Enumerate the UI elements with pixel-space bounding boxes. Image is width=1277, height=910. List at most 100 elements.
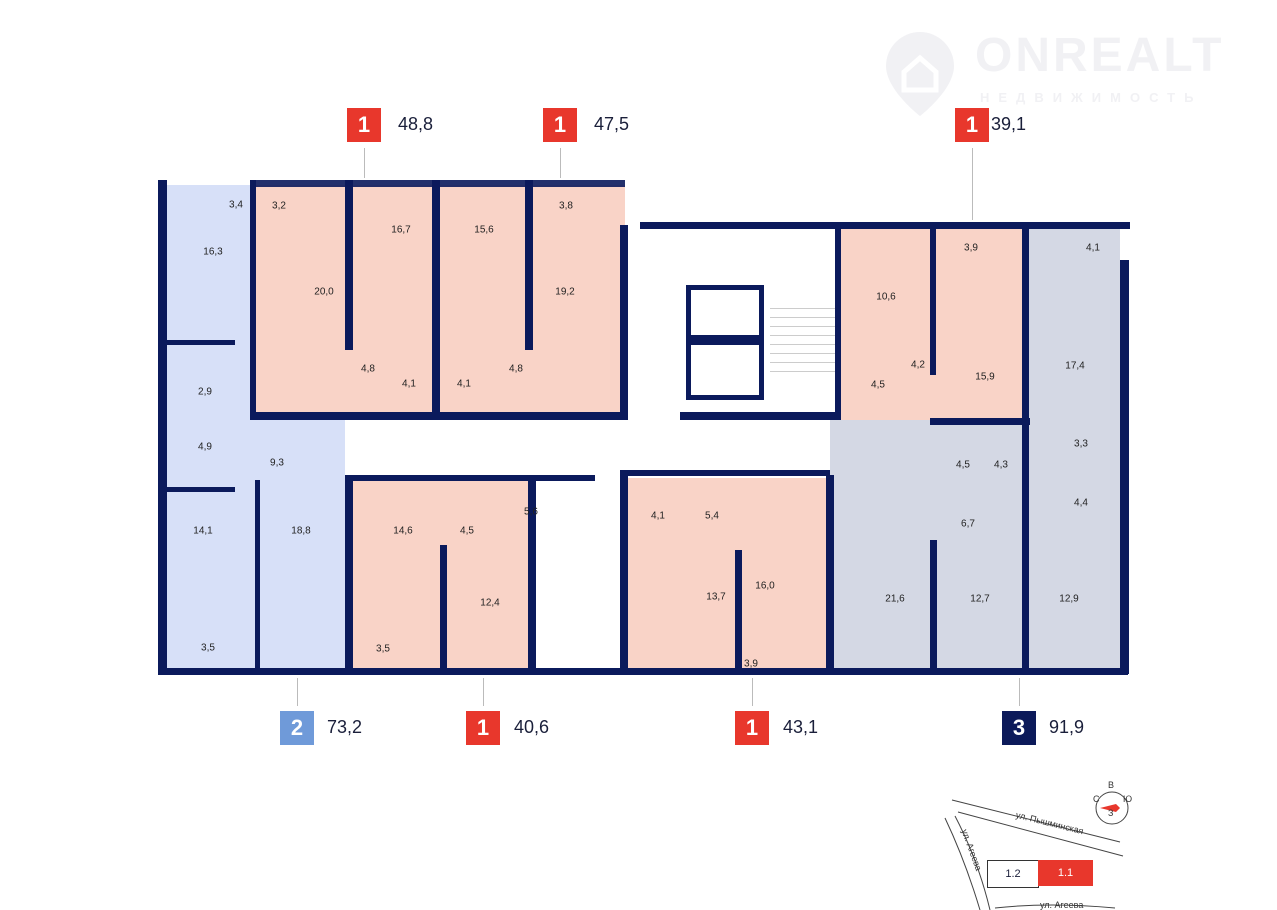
room-area-label: 16,7 [391, 224, 411, 236]
leader-line [752, 678, 753, 706]
wall [345, 478, 353, 670]
room-area-label: 4,4 [1074, 497, 1088, 509]
wall [345, 180, 353, 350]
room-area-label: 3,5 [376, 643, 390, 655]
room-area-label: 10,6 [876, 291, 896, 303]
room-area-label: 15,9 [975, 371, 995, 383]
wall [165, 487, 235, 492]
room-count-badge[interactable]: 1 [955, 108, 989, 142]
room-area-label: 12,7 [970, 593, 990, 605]
wall [255, 412, 625, 420]
staircase [770, 300, 835, 380]
wall [255, 480, 260, 670]
wall [735, 550, 742, 670]
wall [250, 180, 256, 420]
apartment-area: 39,1 [991, 114, 1027, 134]
wall [158, 668, 1128, 675]
elevator-shaft [686, 340, 764, 400]
street-lines [944, 791, 1129, 910]
wall [440, 545, 447, 670]
room-area-label: 3,5 [201, 642, 215, 654]
room-area-label: 12,9 [1059, 593, 1079, 605]
room-area-label: 3,8 [559, 200, 573, 212]
room-count-badge[interactable]: 1 [543, 108, 577, 142]
room-count-badge[interactable]: 1 [466, 711, 500, 745]
room-area-label: 4,5 [460, 525, 474, 537]
room-area-label: 12,4 [480, 597, 500, 609]
room-area-label: 5,4 [705, 510, 719, 522]
apartment-2room-living[interactable] [250, 420, 345, 670]
room-area-label: 4,1 [1086, 242, 1100, 254]
apartment-area: 40,6 [514, 717, 550, 737]
leader-line [297, 678, 298, 706]
wall [930, 418, 1030, 425]
wall [255, 180, 625, 187]
wall [525, 180, 533, 350]
leader-line [483, 678, 484, 706]
compass-north: С [1093, 794, 1100, 804]
apartment-area: 73,2 [327, 717, 363, 737]
wall [432, 180, 440, 420]
leader-line [972, 148, 973, 220]
apartment-area: 91,9 [1049, 717, 1085, 737]
room-area-label: 5,6 [524, 506, 538, 518]
apartment-43-1[interactable] [622, 478, 830, 670]
block-1-1-current[interactable]: 1.1 [1038, 860, 1093, 886]
apartment-3room-center[interactable] [830, 420, 1025, 670]
room-area-label: 4,2 [911, 359, 925, 371]
room-count-badge[interactable]: 3 [1002, 711, 1036, 745]
room-area-label: 4,1 [457, 378, 471, 390]
room-area-label: 4,9 [198, 441, 212, 453]
room-area-label: 4,5 [956, 459, 970, 471]
leader-line [560, 148, 561, 178]
room-area-label: 13,7 [706, 591, 726, 603]
room-count-badge[interactable]: 1 [347, 108, 381, 142]
wall [1022, 225, 1029, 670]
room-area-label: 16,0 [755, 580, 775, 592]
wall [165, 340, 235, 345]
room-area-label: 14,1 [193, 525, 213, 537]
wall [620, 225, 628, 420]
watermark-brand: ONREALT [975, 29, 1225, 82]
location-pin-logo-icon [886, 32, 954, 116]
room-area-label: 4,1 [402, 378, 416, 390]
wall [1120, 260, 1129, 674]
room-area-label: 3,3 [1074, 438, 1088, 450]
room-area-label: 3,4 [229, 199, 243, 211]
block-1-2[interactable]: 1.2 [987, 860, 1039, 888]
apartment-area: 48,8 [398, 114, 434, 134]
room-area-label: 15,6 [474, 224, 494, 236]
apartment-area: 43,1 [783, 717, 819, 737]
street-label: ул. Агеева [1040, 900, 1084, 910]
room-area-label: 18,8 [291, 525, 311, 537]
room-count-badge[interactable]: 2 [280, 711, 314, 745]
room-count-badge[interactable]: 1 [735, 711, 769, 745]
room-area-label: 14,6 [393, 525, 413, 537]
room-area-label: 21,6 [885, 593, 905, 605]
leader-line [1019, 678, 1020, 706]
wall [835, 225, 841, 420]
compass-south: Ю [1123, 794, 1133, 804]
apartment-2room-left-column[interactable] [165, 185, 250, 670]
apartment-40-6[interactable] [345, 478, 530, 670]
room-area-label: 4,8 [509, 363, 523, 375]
room-area-label: 6,7 [961, 518, 975, 530]
room-area-label: 19,2 [555, 286, 575, 298]
room-area-label: 20,0 [314, 286, 334, 298]
room-area-label: 4,3 [994, 459, 1008, 471]
elevator-shaft [686, 285, 764, 340]
wall [930, 225, 936, 375]
wall [680, 412, 840, 420]
apartment-3room-right[interactable] [1025, 225, 1120, 670]
wall [930, 540, 937, 670]
room-area-label: 4,5 [871, 379, 885, 391]
compass-east: В [1108, 780, 1115, 790]
compass-west: З [1108, 808, 1114, 818]
room-area-label: 4,8 [361, 363, 375, 375]
leader-line [364, 148, 365, 178]
wall [826, 475, 834, 670]
room-area-label: 4,1 [651, 510, 665, 522]
balcony-void [535, 555, 610, 670]
room-area-label: 3,2 [272, 200, 286, 212]
room-area-label: 16,3 [203, 246, 223, 258]
